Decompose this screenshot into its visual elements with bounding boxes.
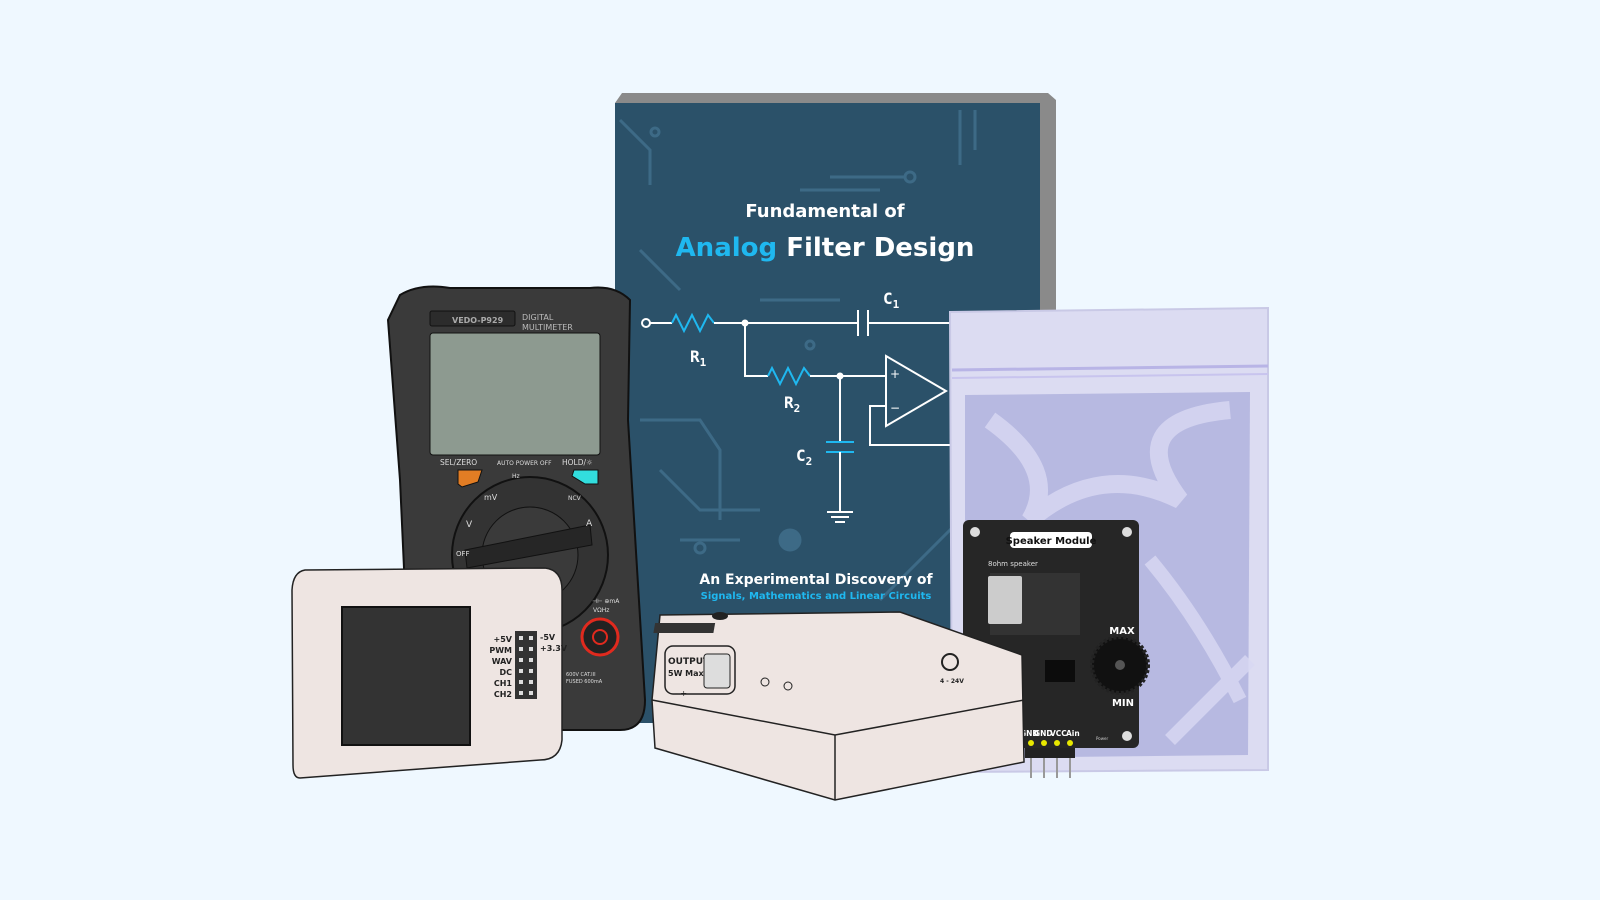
scope-device: +5V PWM WAV DC CH1 CH2 -5V +3.3V xyxy=(291,567,568,779)
hold-button[interactable] xyxy=(571,469,599,485)
voltage-label: 4 - 24V xyxy=(940,678,964,685)
scope-screen xyxy=(341,606,471,746)
multimeter-label-1: DIGITAL xyxy=(522,313,554,322)
svg-text:V: V xyxy=(466,520,473,530)
hold-label: HOLD/☼ xyxy=(562,458,593,467)
book-subtitle: An Experimental Discovery of xyxy=(699,572,933,588)
filter-schematic xyxy=(641,310,950,523)
sel-zero-label: SEL/ZERO xyxy=(440,458,477,467)
svg-text:-5V: -5V xyxy=(540,633,556,642)
svg-text:CH1: CH1 xyxy=(494,679,513,688)
power-led-label: Power xyxy=(1096,736,1108,741)
polarity-label: - + xyxy=(675,689,687,698)
book-title-accent: Analog xyxy=(676,233,778,263)
book-subtitle2: Signals, Mathematics and Linear Circuits xyxy=(701,591,932,602)
book-title-line2: Analog Filter Design xyxy=(676,233,975,263)
svg-text:GND: GND xyxy=(1020,729,1039,738)
svg-text:mV: mV xyxy=(484,493,498,502)
jack-label-1: ⊣⊢ ⊕mA xyxy=(592,598,620,605)
svg-text:Ain: Ain xyxy=(1066,729,1080,738)
svg-text:CH2: CH2 xyxy=(494,690,512,699)
sel-zero-button[interactable] xyxy=(457,469,483,488)
label-c2: C2 xyxy=(796,446,812,468)
speaker-label: 8ohm speaker xyxy=(988,560,1038,568)
svg-text:VCC: VCC xyxy=(1050,729,1067,738)
label-r2: R2 xyxy=(784,393,800,415)
svg-text:OFF: OFF xyxy=(456,550,470,558)
knob-min: MIN xyxy=(1112,698,1134,709)
amp-chip xyxy=(1045,660,1075,682)
multimeter-label-2: MULTIMETER xyxy=(522,323,573,332)
knob-max: MAX xyxy=(1109,626,1135,637)
multimeter-brand: VEDO-P929 xyxy=(452,316,504,325)
dial-pointer xyxy=(464,524,593,569)
label-r1: R1 xyxy=(690,347,707,369)
pin-labels-right: -5V +3.3V xyxy=(540,633,568,653)
svg-text:+3.3V: +3.3V xyxy=(540,644,568,653)
output-label-2: 5W Max xyxy=(668,669,705,678)
svg-text:DC: DC xyxy=(499,668,512,677)
power-box: OUTPUT 5W Max - + 4 - 24V xyxy=(651,611,1025,801)
output-label-1: OUTPUT xyxy=(668,657,710,667)
cat-rating-1: 600V CAT.III xyxy=(566,672,596,678)
auto-power-off-label: AUTO POWER OFF xyxy=(497,460,552,467)
dial-labels: OFF V mV Hz NCV A xyxy=(456,473,593,558)
label-c1: C1 xyxy=(883,289,900,311)
book-title-line1: Fundamental of xyxy=(745,201,904,222)
input-jack[interactable] xyxy=(580,617,620,657)
module-title: Speaker Module xyxy=(1006,536,1097,547)
cat-rating-2: FUSED 600mA xyxy=(566,679,603,685)
pin-labels: GND GND VCC Ain xyxy=(1020,729,1080,738)
svg-text:WAV: WAV xyxy=(492,657,513,666)
header-pins xyxy=(1028,740,1073,746)
opamp-plus: + xyxy=(890,367,900,381)
svg-text:Hz: Hz xyxy=(512,473,520,480)
book-title-rest: Filter Design xyxy=(786,233,974,263)
jack-label-2: VΩHz xyxy=(593,607,609,614)
svg-text:NCV: NCV xyxy=(568,495,582,502)
svg-text:+5V: +5V xyxy=(494,635,513,644)
svg-text:A: A xyxy=(586,519,593,529)
opamp-minus: − xyxy=(890,401,900,415)
svg-text:GND: GND xyxy=(1034,729,1053,738)
pin-labels-left: +5V PWM WAV DC CH1 CH2 xyxy=(489,635,512,699)
multimeter-lcd xyxy=(429,332,601,456)
output-port[interactable] xyxy=(703,653,731,689)
svg-text:PWM: PWM xyxy=(489,646,512,655)
dc-jack[interactable] xyxy=(941,653,959,671)
